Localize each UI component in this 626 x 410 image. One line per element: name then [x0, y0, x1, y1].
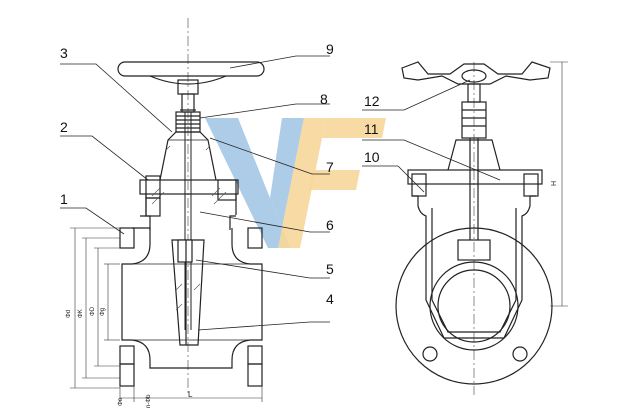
right-view [362, 61, 568, 395]
left-view [60, 18, 330, 402]
callout-5: 5 [326, 261, 334, 277]
callout-3: 3 [60, 45, 68, 61]
bolt-hole-right [512, 346, 528, 362]
inlet-flange [119, 227, 135, 249]
bonnet-flange-right [407, 169, 543, 185]
callout-12: 12 [364, 93, 380, 109]
watermark-f-mid [308, 170, 360, 190]
dim-label-n-phi-b: n-Φb [146, 394, 152, 408]
callout-2: 2 [60, 119, 68, 135]
bonnet-flange-left [139, 179, 239, 195]
dimension-lines-left [70, 227, 263, 402]
leader-lines-right [362, 79, 501, 193]
handwheel-right [401, 61, 551, 85]
dim-label-phi-g: Φg [100, 307, 106, 316]
callout-1: 1 [60, 191, 68, 207]
dim-label-phi-d: Φd [66, 309, 72, 318]
callout-6: 6 [326, 217, 334, 233]
dim-label-phi-k: ΦK [78, 309, 84, 318]
handwheel-left [117, 61, 265, 95]
valve-body-right [412, 195, 536, 339]
valve-body-left [121, 227, 263, 369]
watermark-f-stem [278, 118, 326, 248]
callout-11: 11 [364, 121, 379, 137]
outlet-flange [247, 227, 263, 249]
dim-label-phi-o: Φo [118, 397, 124, 406]
bore-right [429, 261, 519, 351]
gland-right [461, 101, 487, 139]
wedge-left [171, 239, 205, 346]
dim-label-phi-big-d: ΦD [90, 306, 96, 316]
bolt-hole-left [422, 346, 438, 362]
callout-8: 8 [320, 91, 328, 107]
callout-10: 10 [364, 149, 380, 165]
watermark-f-top [322, 118, 386, 138]
callout-9: 9 [326, 41, 334, 57]
dimension-h [550, 61, 568, 307]
leader-lines-left [60, 55, 330, 331]
dim-label-h: H [551, 180, 558, 186]
watermark-v-left [205, 118, 290, 248]
watermark-logo [205, 118, 386, 248]
dim-label-l: L [188, 390, 193, 399]
watermark-v-right [270, 118, 304, 228]
callout-7: 7 [326, 159, 334, 175]
wedge-nut-right [457, 239, 491, 261]
bonnet-right [447, 139, 501, 171]
callout-4: 4 [326, 291, 334, 307]
